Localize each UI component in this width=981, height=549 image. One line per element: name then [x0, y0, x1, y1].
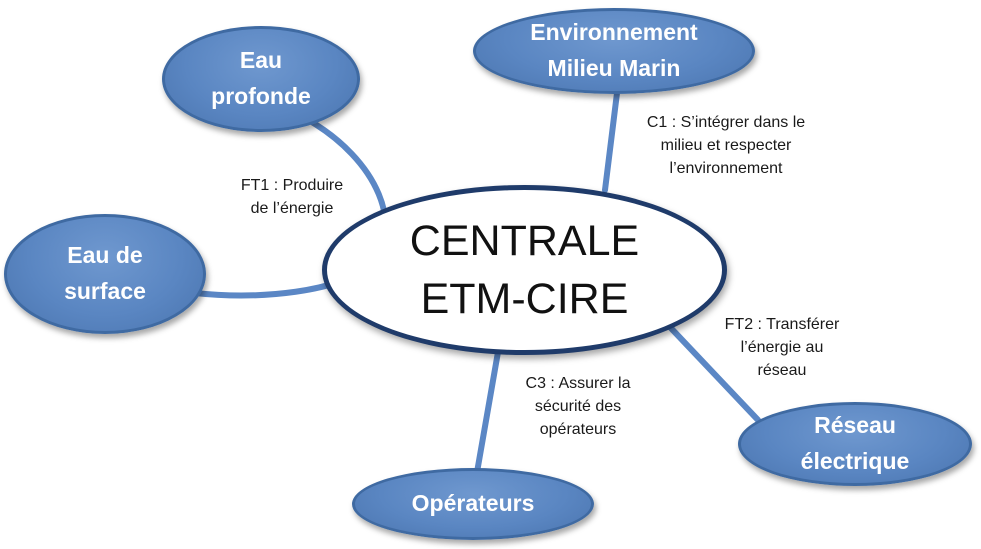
center-line-2: ETM-CIRE	[420, 275, 629, 323]
node-reseau-line-1: Réseau	[814, 412, 896, 439]
link-ft2-reseau	[665, 322, 761, 423]
link-c1-environnement	[602, 82, 621, 193]
node-environnement-line-2: Milieu Marin	[547, 55, 681, 81]
node-reseau-line-2: électrique	[800, 448, 910, 474]
label-ft2-line-1: FT2 : Transférer	[724, 316, 840, 333]
label-c3-line-2: sécurité des	[534, 398, 622, 416]
node-operateurs[interactable]: Opérateurs	[352, 468, 594, 540]
label-ft1-line-1: FT1 : Produire	[240, 177, 344, 194]
label-c1-line-1: C1 : S’intégrer dans le	[646, 114, 806, 131]
label-c3: C3 : Assurer la sécurité des opérateurs	[498, 372, 658, 442]
label-c3-line-3: opérateurs	[539, 421, 617, 439]
label-c1: C1 : S’intégrer dans le milieu et respec…	[622, 111, 830, 181]
node-environnement[interactable]: Environnement Milieu Marin	[473, 8, 755, 94]
label-ft2-line-2: l’énergie au	[740, 339, 824, 357]
label-c3-line-1: C3 : Assurer la	[525, 375, 631, 392]
link-c3-operateurs	[473, 349, 501, 481]
label-ft2: FT2 : Transférer l’énergie au réseau	[702, 313, 862, 383]
center-node-centrale[interactable]: CENTRALE ETM-CIRE	[322, 185, 727, 355]
label-c1-line-2: milieu et respecter	[660, 137, 792, 155]
node-eau-surface[interactable]: Eau de surface	[4, 214, 206, 334]
node-eau-profonde[interactable]: Eau profonde	[162, 26, 360, 132]
label-ft2-line-3: réseau	[757, 362, 807, 380]
node-eau-surface-line-1: Eau de	[67, 242, 143, 269]
node-eau-profonde-line-1: Eau	[239, 47, 283, 74]
label-ft1-line-2: de l’énergie	[250, 200, 334, 218]
node-eau-surface-line-2: surface	[64, 278, 146, 304]
node-reseau-electrique[interactable]: Réseau électrique	[738, 402, 972, 486]
label-c1-line-3: l’environnement	[669, 160, 783, 178]
node-eau-profonde-line-2: profonde	[211, 83, 311, 109]
label-ft1: FT1 : Produire de l’énergie	[212, 174, 372, 220]
center-line-1: CENTRALE	[409, 216, 640, 265]
node-operateurs-line-1: Opérateurs	[411, 490, 535, 517]
node-environnement-line-1: Environnement	[530, 19, 698, 46]
